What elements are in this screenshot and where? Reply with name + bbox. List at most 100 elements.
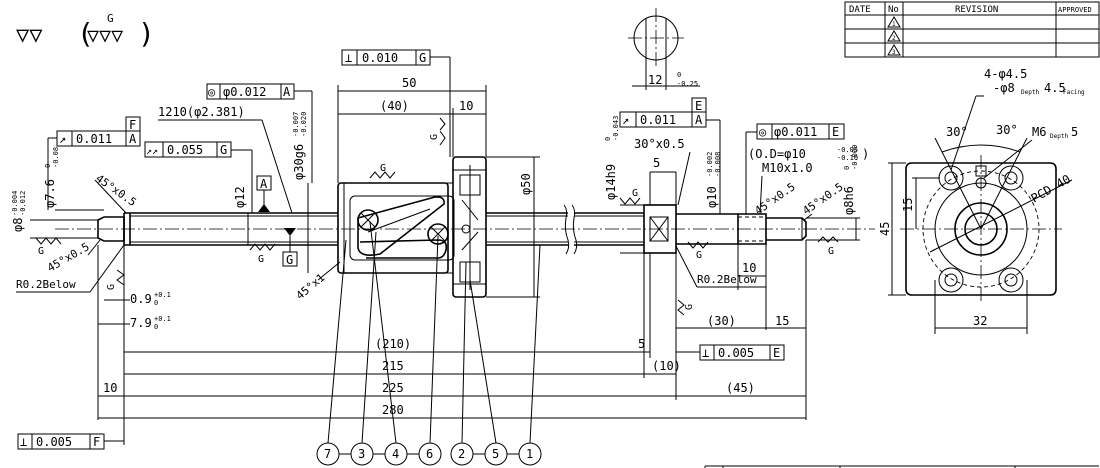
svg-text:(O.D=φ10: (O.D=φ10: [748, 147, 806, 161]
svg-text:0: 0: [44, 164, 52, 168]
surface-finish-legend: ▽▽ ( G ▽▽▽ ): [16, 12, 155, 50]
surface-finish-fine-icon: ▽▽▽: [87, 23, 123, 47]
rev-header-date: DATE: [849, 5, 871, 15]
balloon-6: 6: [426, 447, 433, 461]
chamfer-30: 30°x0.5 5: [634, 137, 691, 206]
svg-text:(40): (40): [380, 99, 409, 113]
dim-phi76-phi8: φ7.6 0 -0.08 φ8 -0.004 -0.012: [11, 147, 104, 239]
svg-text:30°x0.5: 30°x0.5: [634, 137, 685, 151]
svg-text:5: 5: [653, 156, 660, 170]
svg-text:0.005: 0.005: [36, 435, 72, 449]
svg-text:φ50: φ50: [519, 173, 533, 195]
svg-text:G: G: [107, 12, 114, 25]
svg-text:-0.002: -0.002: [706, 152, 714, 177]
svg-text:⊥: ⊥: [702, 346, 709, 360]
perp-tolerance-e: ⊥ 0.005 E: [676, 344, 785, 361]
lead-label: 1210(φ2.381): [158, 105, 293, 214]
svg-text:0: 0: [677, 71, 681, 79]
balloon-4: 4: [392, 447, 399, 461]
svg-text:E: E: [832, 125, 839, 139]
runout-tolerance-f: ↗ 0.011 A F: [47, 116, 141, 210]
revision-table: DATE No REVISION APPROVED 1 2 3: [844, 1, 1100, 58]
chamfer-callouts-left: 45°x0.5 45°x0.5 R0.2Below 45°x1: [16, 172, 341, 302]
rev-header-revision: REVISION: [955, 5, 998, 15]
svg-text:◎: ◎: [208, 85, 215, 99]
svg-text:30°: 30°: [996, 123, 1018, 137]
dim-phi14h9: φ14h9 0 -0.043: [604, 116, 644, 254]
svg-text:-0.05: -0.05: [837, 146, 858, 154]
svg-text:G: G: [696, 250, 702, 261]
svg-text:⊥: ⊥: [20, 435, 27, 449]
svg-text:0: 0: [154, 323, 158, 331]
svg-text:10: 10: [103, 381, 117, 395]
dim-phi8h6: φ8h6 0 -0.009 G: [806, 145, 860, 257]
rev-header-approved: APPROVED: [1058, 6, 1092, 14]
balloon-5: 5: [492, 447, 499, 461]
svg-text:-0.008: -0.008: [714, 152, 722, 177]
svg-text:φ8: φ8: [11, 218, 25, 232]
coaxiality-tolerance-left: ◎ φ0.012 A: [206, 83, 313, 183]
rev-header-no: No: [888, 5, 899, 15]
svg-text:(45): (45): [726, 381, 755, 395]
svg-text:45: 45: [878, 222, 892, 236]
svg-text:0.055: 0.055: [167, 143, 203, 157]
svg-text:(10): (10): [652, 359, 681, 373]
svg-text:G: G: [258, 254, 264, 265]
svg-text:15: 15: [901, 198, 915, 212]
svg-text:-0.08: -0.08: [52, 147, 60, 168]
svg-text:12: 12: [648, 73, 662, 87]
dim-phi50: φ50: [486, 156, 540, 298]
balloon-7: 7: [324, 447, 331, 461]
rev-row-3: 3: [892, 49, 896, 56]
svg-text:φ12: φ12: [233, 186, 247, 208]
svg-text:G: G: [429, 134, 440, 140]
flange-side-view: 30° 30° 4-φ4.5 -φ8 Depth 4.5 Facing M6 D…: [878, 67, 1085, 334]
svg-text:0: 0: [604, 137, 612, 141]
svg-text:G: G: [380, 163, 386, 174]
svg-text:0.011: 0.011: [640, 113, 676, 127]
svg-text:F: F: [129, 118, 136, 132]
svg-text:φ30g6: φ30g6: [292, 144, 306, 180]
svg-text:32: 32: [973, 314, 987, 328]
svg-text:G: G: [684, 304, 695, 310]
svg-text:G: G: [828, 246, 834, 257]
screw-shaft: [97, 204, 807, 255]
svg-text:↗↗: ↗↗: [146, 146, 158, 157]
screw-head-icon: [357, 209, 379, 231]
svg-text:225: 225: [382, 381, 404, 395]
svg-text:↗: ↗: [622, 113, 629, 127]
svg-text:0: 0: [154, 299, 158, 307]
svg-text:45°x0.5: 45°x0.5: [800, 180, 845, 217]
svg-text:Depth: Depth: [1021, 89, 1039, 96]
dim-50-40-10: 50 (40) 10: [337, 76, 487, 183]
svg-text:(30): (30): [707, 314, 736, 328]
svg-text:0.010: 0.010: [362, 51, 398, 65]
datum-a: A: [256, 175, 272, 212]
svg-text:10: 10: [459, 99, 473, 113]
part-balloons: 7 3 4 6 2 5 1: [316, 221, 542, 466]
svg-text:15: 15: [775, 314, 789, 328]
svg-text:45°x1: 45°x1: [294, 271, 328, 302]
svg-text:G: G: [286, 253, 293, 267]
svg-text:0.011: 0.011: [76, 132, 112, 146]
svg-text:φ0.012: φ0.012: [223, 85, 266, 99]
svg-text:F: F: [93, 435, 100, 449]
svg-text:-φ8: -φ8: [993, 81, 1015, 95]
datum-g: G: [282, 228, 298, 267]
svg-text:Depth: Depth: [1050, 133, 1068, 140]
coaxiality-tolerance-right: ◎ φ0.011 E: [745, 123, 845, 214]
svg-text:PCD 40: PCD 40: [1029, 172, 1074, 206]
svg-text:7.9: 7.9: [130, 316, 152, 330]
svg-text:0.9: 0.9: [130, 292, 152, 306]
surface-g-right: G G G: [619, 188, 709, 316]
svg-text:A: A: [260, 177, 268, 191]
svg-text:-0.004: -0.004: [11, 191, 19, 216]
svg-text:10: 10: [742, 261, 756, 275]
balloon-2: 2: [458, 447, 465, 461]
svg-text:215: 215: [382, 359, 404, 373]
rev-triangle-icon: 3: [887, 44, 901, 56]
svg-text:φ7.6: φ7.6: [43, 179, 57, 208]
svg-text:A: A: [129, 132, 137, 146]
svg-text:5: 5: [638, 337, 645, 351]
svg-text:-0.020: -0.020: [300, 112, 308, 137]
